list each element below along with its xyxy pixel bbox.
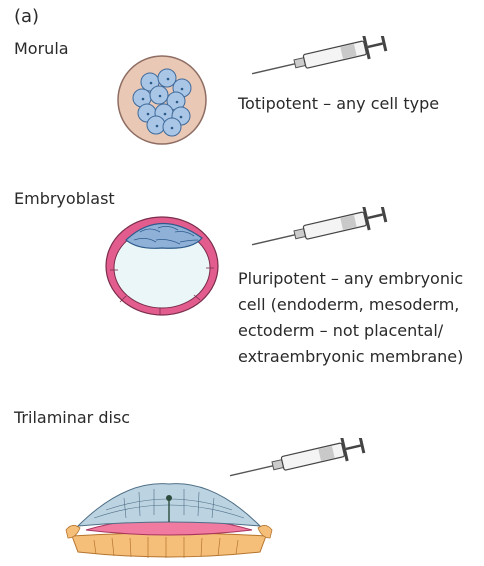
- stage-description-embryoblast-line-2: cell (endoderm, mesoderm,: [238, 294, 459, 316]
- syringe-icon: [248, 36, 393, 78]
- syringe-icon: [248, 207, 393, 249]
- stage-title-trilaminar-disc: Trilaminar disc: [14, 407, 130, 429]
- stage-title-embryoblast: Embryoblast: [14, 188, 115, 210]
- morula-icon: [116, 54, 208, 146]
- stage-description-embryoblast-line-4: extraembryonic membrane): [238, 346, 463, 368]
- panel-label: (a): [14, 6, 39, 28]
- trilaminar-disc-icon: [64, 478, 274, 562]
- stage-description-morula: Totipotent – any cell type: [238, 93, 439, 115]
- blastocyst-icon: [100, 210, 224, 320]
- syringe-icon: [226, 438, 371, 480]
- stage-description-embryoblast-line-1: Pluripotent – any embryonic: [238, 268, 463, 290]
- stage-title-morula: Morula: [14, 38, 69, 60]
- stage-description-embryoblast-line-3: ectoderm – not placental/: [238, 320, 443, 342]
